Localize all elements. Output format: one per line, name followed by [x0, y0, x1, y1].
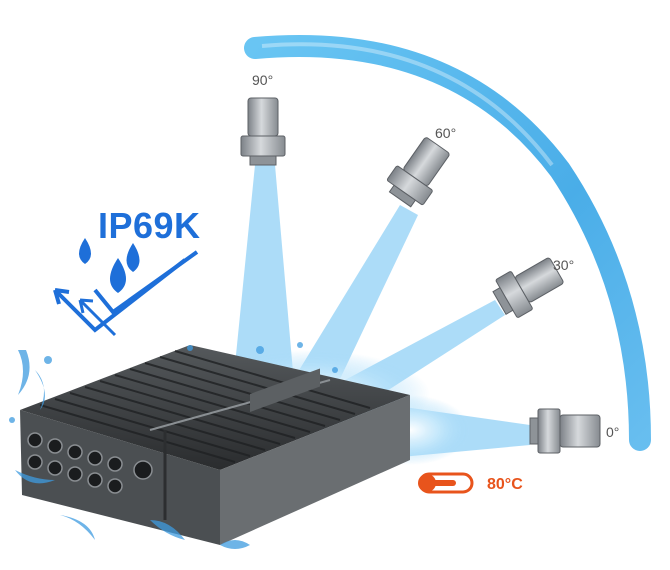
angle-label-90: 90°: [252, 72, 274, 88]
arc-highlight: [261, 42, 554, 167]
thermometer-icon: [418, 472, 474, 494]
angle-label-0: 0°: [606, 424, 620, 440]
rugged-computer: [20, 345, 410, 545]
spray-90: [232, 165, 295, 395]
nozzle-30: [492, 257, 564, 318]
angle-label-60: 60°: [435, 125, 457, 141]
water-splash: [9, 342, 338, 549]
temperature-text: 80°C: [487, 476, 523, 493]
nozzle-60: [386, 137, 450, 208]
angle-arc: [244, 34, 651, 451]
nozzle-90: [240, 97, 286, 166]
water-sprays: [190, 165, 530, 465]
ip-rating-text: IP69K: [98, 205, 201, 246]
nozzle-0: [529, 408, 601, 454]
water-drop-icon: [53, 238, 199, 337]
angle-label-30: 30°: [553, 257, 575, 273]
